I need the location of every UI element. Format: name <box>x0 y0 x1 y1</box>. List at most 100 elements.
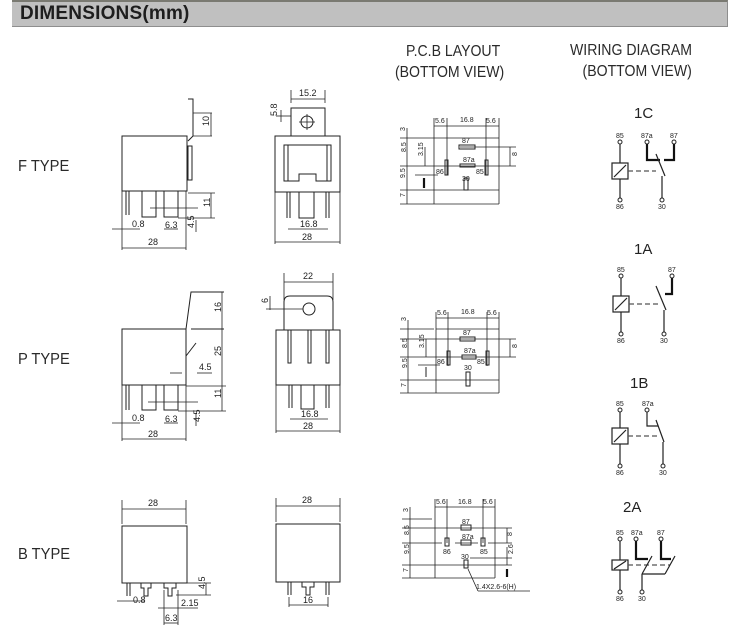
wiring-1c: 1C 85 87a 87 86 30 <box>611 105 678 211</box>
pcb-f-row2: 9.5 <box>400 168 407 178</box>
pcb-b-center-span: 16.8 <box>458 499 472 506</box>
wiring-1b-87a: 87a <box>642 401 654 408</box>
pcb-layout-title: P.C.B LAYOUT <box>406 43 501 60</box>
dim-f-bracket-width: 15.2 <box>299 88 317 98</box>
dim-f-hole-offset: 5.8 <box>269 103 279 116</box>
dim-b-pin-thickness: 0.8 <box>133 595 146 605</box>
pcb-f-right-height: 8 <box>512 152 519 156</box>
pcb-f-offset: 3.15 <box>418 142 425 156</box>
wiring-diagram-subtitle: (BOTTOM VIEW) <box>582 63 692 80</box>
dim-p-pin-thickness: 0.8 <box>132 413 145 423</box>
dim-f-pin-offset: 4.5 <box>186 215 196 228</box>
pcb-b-row1: 8.5 <box>404 525 411 535</box>
pcb-p-pin-87: 87 <box>463 330 471 337</box>
dim-p-pin-width: 6.3 <box>165 414 178 424</box>
wiring-1a-85: 85 <box>617 267 625 274</box>
pcb-f-pin-30: 30 <box>462 176 470 183</box>
dim-p-pin-offset: 4.5 <box>192 409 202 422</box>
wiring-2a-86: 86 <box>616 596 624 603</box>
pcb-f-row1: 8.5 <box>401 142 408 152</box>
pcb-f-left-margin: 5.6 <box>435 118 445 125</box>
wiring-1a: 1A 85 87 86 30 <box>612 241 676 345</box>
wiring-1c-86: 86 <box>616 204 624 211</box>
wiring-1a-86: 86 <box>617 338 625 345</box>
wiring-1c-title: 1C <box>634 105 653 122</box>
dim-f-bracket-height: 10 <box>201 116 211 126</box>
pcb-b-pin-86: 86 <box>443 549 451 556</box>
pcb-b-pin-87a: 87a <box>462 534 474 541</box>
dim-p-pin-span: 16.8 <box>301 409 319 419</box>
pcb-f-pin-87: 87 <box>462 138 470 145</box>
type-label-f: F TYPE <box>18 158 70 175</box>
pcb-p-offset: 3.15 <box>419 334 426 348</box>
dim-p-hole-offset: 6 <box>260 298 270 303</box>
wiring-2a-85: 85 <box>616 530 624 537</box>
pcb-f-center-span: 16.8 <box>460 117 474 124</box>
pcb-p-pin-86: 86 <box>437 359 445 366</box>
pcb-p-pin-30: 30 <box>464 365 472 372</box>
pcb-p-top: 3 <box>401 317 408 321</box>
pcb-b-row2: 9.5 <box>404 544 411 554</box>
dim-b-pin-span: 16 <box>303 595 313 605</box>
dim-b-front-width: 28 <box>302 495 312 505</box>
wiring-2a: 2A 85 87a 87 86 30 <box>611 499 676 603</box>
pcb-f-top: 3 <box>400 127 407 131</box>
pcb-b-bottom: 7 <box>403 568 410 572</box>
dim-b-pin-gap: 2.15 <box>181 598 199 608</box>
dim-b-pin-width: 6.3 <box>165 613 178 623</box>
pcb-layout-subtitle: (BOTTOM VIEW) <box>394 64 505 81</box>
f-type-pcb-layout: 5.6 16.8 5.6 3 8.5 9.5 7 3.15 8 87 87a 8… <box>400 117 519 205</box>
pcb-b-right-offset: 2.6 <box>508 544 515 554</box>
dim-p-bracket-width: 22 <box>303 271 313 281</box>
pcb-p-pin-87a: 87a <box>464 348 476 355</box>
wiring-1c-85: 85 <box>616 133 624 140</box>
pcb-b-left-margin: 5.6 <box>436 499 446 506</box>
dim-b-pin-length: 4.5 <box>197 576 207 589</box>
dim-p-bracket-height: 16 <box>213 302 223 312</box>
wiring-1b-30: 30 <box>659 470 667 477</box>
dim-f-pin-length: 11 <box>202 198 212 207</box>
section-title: DIMENSIONS(mm) <box>20 3 190 24</box>
dim-f-pin-thickness: 0.8 <box>132 219 145 229</box>
dim-f-pin-width: 6.3 <box>165 220 178 230</box>
pcb-layout-heading: P.C.B LAYOUT (BOTTOM VIEW) <box>395 41 504 83</box>
pcb-b-top: 3 <box>403 508 410 512</box>
pcb-b-pin-85: 85 <box>480 549 488 556</box>
pcb-p-right-height: 8 <box>512 344 519 348</box>
wiring-2a-title: 2A <box>623 499 641 516</box>
wiring-1c-30: 30 <box>658 204 666 211</box>
wiring-1b-title: 1B <box>630 375 648 392</box>
wiring-1c-87a: 87a <box>641 133 653 140</box>
pcb-f-pin-85: 85 <box>476 169 484 176</box>
pcb-f-bottom: 7 <box>400 193 407 197</box>
dim-p-body-width: 28 <box>148 429 158 439</box>
pcb-b-pin-87: 87 <box>462 519 470 526</box>
f-side-body <box>112 98 215 250</box>
wiring-diagram-heading: WIRING DIAGRAM (BOTTOM VIEW) <box>570 40 692 82</box>
dim-f-front-width: 28 <box>302 232 312 242</box>
pcb-b-right-height: 8 <box>507 532 514 536</box>
dim-p-body-height: 25 <box>213 346 223 356</box>
pcb-f-pin-87a: 87a <box>463 157 475 164</box>
pcb-p-center-span: 16.8 <box>461 309 475 316</box>
pcb-p-right-margin: 5.6 <box>487 310 497 317</box>
pcb-b-hole-note: 1.4X2.6-6(H) <box>476 584 516 591</box>
dim-f-pin-span: 16.8 <box>300 219 318 229</box>
dim-b-body-width: 28 <box>148 498 158 508</box>
wiring-1a-title: 1A <box>634 241 652 258</box>
pcb-p-row2: 9.5 <box>402 358 409 368</box>
dim-p-bracket-offset: 4.5 <box>199 362 212 372</box>
dim-f-body-width: 28 <box>148 237 158 247</box>
section-header: DIMENSIONS(mm) <box>12 0 728 27</box>
wiring-1a-87: 87 <box>668 267 676 274</box>
pcb-b-right-margin: 5.6 <box>483 499 493 506</box>
wiring-1b: 1B 85 87a 86 30 <box>611 375 667 477</box>
wiring-2a-30: 30 <box>638 596 646 603</box>
dim-p-pin-length: 11 <box>213 389 223 398</box>
wiring-2a-87a: 87a <box>631 530 643 537</box>
